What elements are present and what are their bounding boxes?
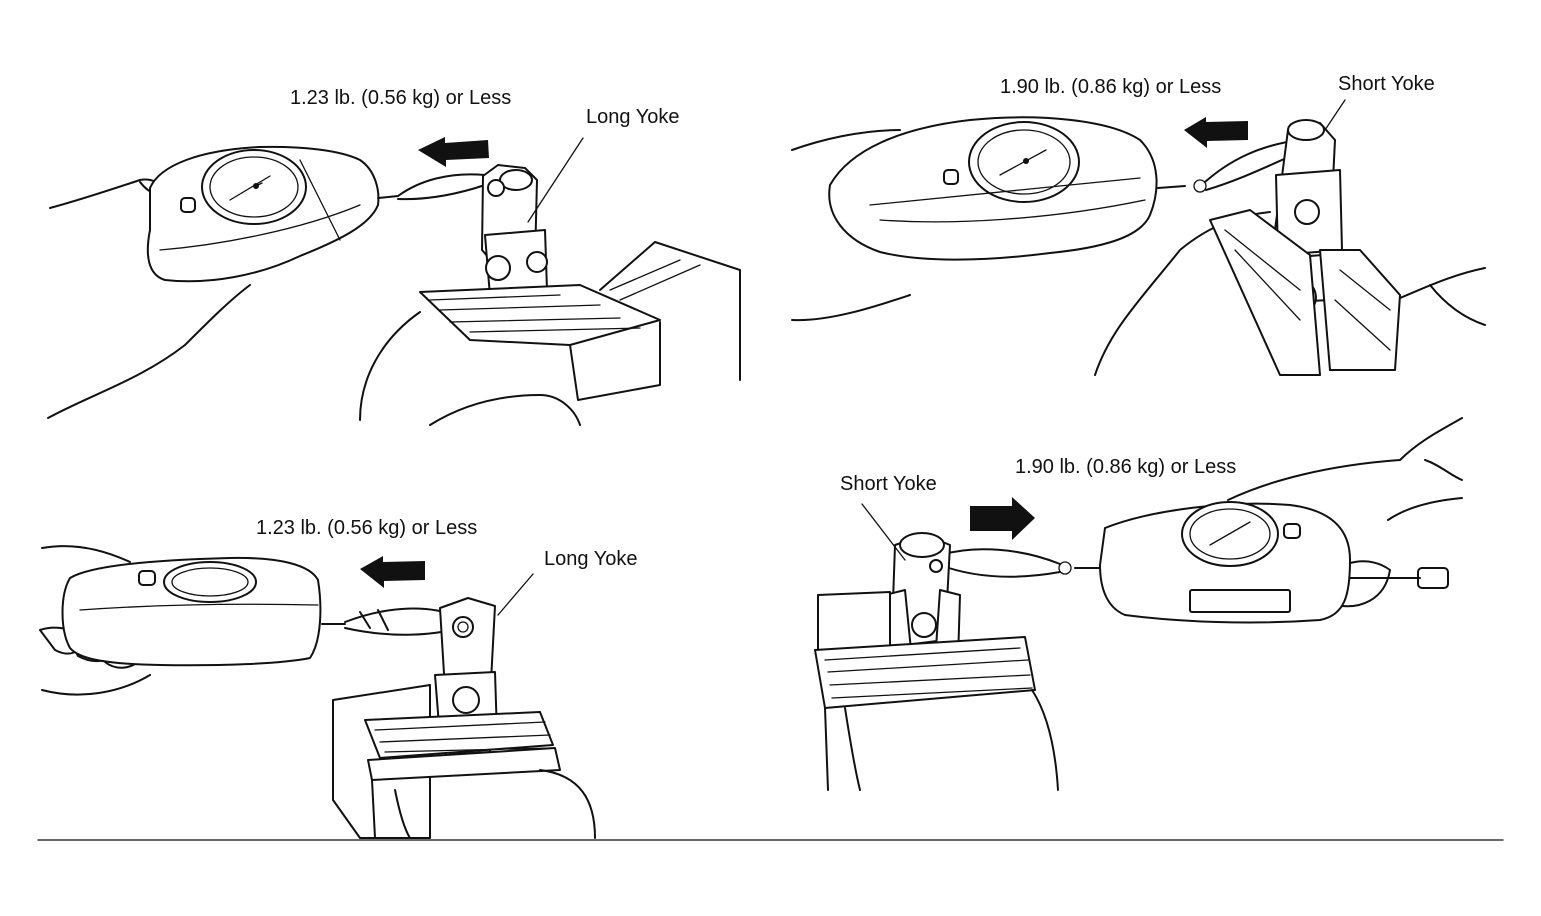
leader-line-long-yoke (527, 137, 584, 223)
spring-scale-icon (61, 556, 461, 667)
vise-icon (332, 684, 596, 839)
panel-bottom-right (814, 417, 1463, 791)
leader-line-short-yoke (1324, 99, 1346, 131)
yoke-label: Short Yoke (840, 473, 937, 495)
vise-icon (359, 241, 741, 426)
leader-line-short-yoke (861, 503, 906, 561)
panel-bottom-left (39, 545, 596, 839)
force-label: 1.90 lb. (0.86 kg) or Less (1000, 76, 1222, 98)
force-label: 1.23 lb. (0.56 kg) or Less (290, 87, 512, 109)
panel-top-right (791, 99, 1486, 376)
panel-top-left (47, 137, 741, 426)
yoke-label: Short Yoke (1338, 73, 1435, 95)
vise-icon (1209, 209, 1401, 376)
force-label: 1.90 lb. (0.86 kg) or Less (1015, 456, 1237, 478)
force-label: 1.23 lb. (0.56 kg) or Less (256, 517, 478, 539)
spring-scale-icon (939, 501, 1449, 624)
vise-icon (814, 591, 1059, 791)
direction-arrow-icon (360, 556, 425, 588)
direction-arrow-icon (418, 137, 489, 167)
direction-arrow-icon (970, 497, 1035, 540)
yoke-label: Long Yoke (544, 548, 638, 570)
direction-arrow-icon (1184, 117, 1248, 148)
spring-scale-icon (828, 116, 1301, 261)
leader-line-long-yoke (497, 573, 534, 616)
yoke-label: Long Yoke (586, 106, 680, 128)
spring-scale-icon (146, 145, 486, 283)
